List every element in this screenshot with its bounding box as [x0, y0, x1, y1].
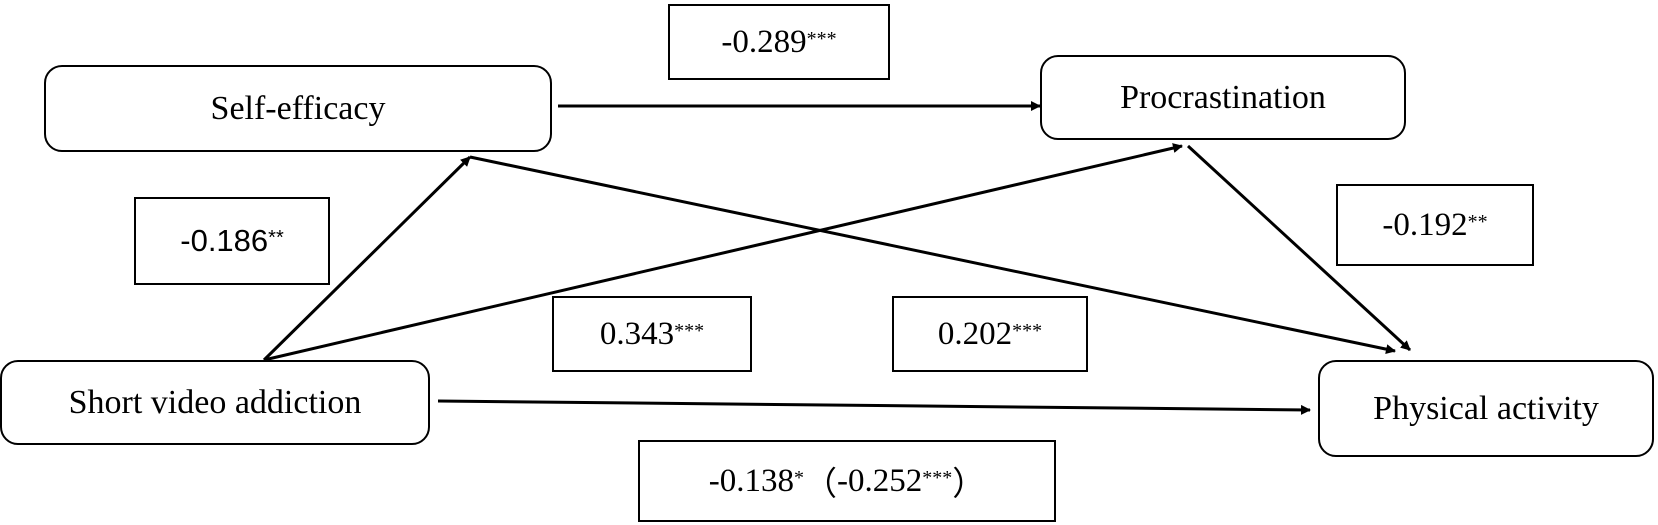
coef-short-video-to-procrastination: 0.343*** [552, 296, 752, 372]
coef-self-efficacy-to-procrastination: -0.289*** [668, 4, 890, 80]
arrow-short-video-to-physical-activity [437, 399, 1311, 415]
node-label: Physical activity [1373, 389, 1599, 427]
node-self-efficacy: Self-efficacy [44, 65, 552, 152]
coef-self-efficacy-to-physical-activity: 0.202*** [892, 296, 1088, 372]
coef-significance: ** [268, 226, 284, 249]
arrow-procrastination-to-physical-activity [1186, 144, 1412, 352]
total-effect-value: -0.252 [837, 462, 923, 499]
coef-significance: * [794, 466, 804, 489]
node-label: Self-efficacy [210, 89, 386, 127]
coef-short-video-to-self-efficacy: -0.186** [134, 197, 330, 285]
arrow-self-efficacy-to-physical-activity [469, 155, 1396, 355]
total-effect-significance: *** [922, 466, 953, 489]
coef-value: 0.343 [599, 315, 675, 352]
node-procrastination: Procrastination [1040, 55, 1406, 140]
coef-value: 0.202 [937, 315, 1013, 352]
coef-significance: *** [806, 27, 837, 50]
node-short-video-addiction: Short video addiction [0, 360, 430, 445]
node-label: Procrastination [1120, 78, 1326, 116]
coef-value: -0.138 [708, 462, 794, 499]
node-label: Short video addiction [68, 383, 362, 421]
paren-open: （ [804, 467, 837, 503]
arrow-short-video-to-procrastination [263, 143, 1183, 362]
coef-significance: ** [1467, 210, 1488, 233]
coef-short-video-to-physical-activity: -0.138*（-0.252***） [638, 440, 1056, 522]
coef-significance: *** [674, 319, 705, 342]
coef-significance: *** [1012, 319, 1043, 342]
arrow-short-video-to-self-efficacy [262, 155, 472, 362]
coef-procrastination-to-physical-activity: -0.192** [1336, 184, 1534, 266]
paren-close: ） [952, 467, 986, 503]
coef-value: -0.192 [1382, 206, 1468, 243]
node-physical-activity: Physical activity [1318, 360, 1654, 457]
coef-value: -0.289 [721, 23, 807, 60]
coef-value: -0.186 [180, 223, 269, 258]
